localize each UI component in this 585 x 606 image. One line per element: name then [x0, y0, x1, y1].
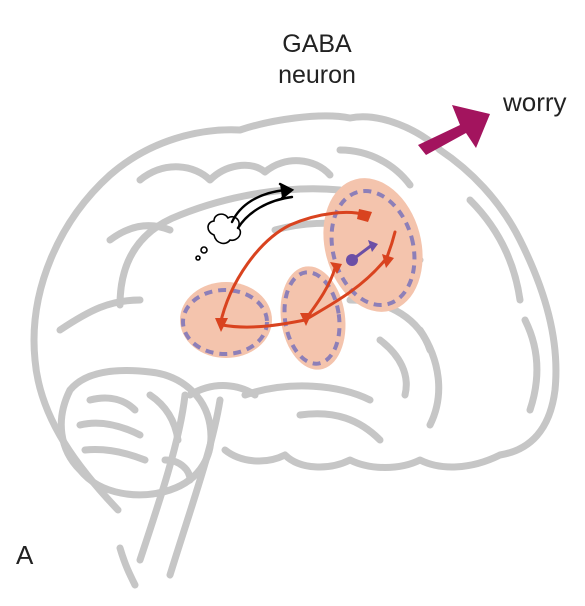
panel-label: A	[16, 540, 33, 571]
output-arrow-icon	[418, 105, 490, 155]
worry-label: worry	[503, 87, 567, 118]
gaba-label: GABA	[262, 30, 372, 59]
neuron-label: neuron	[262, 61, 372, 90]
